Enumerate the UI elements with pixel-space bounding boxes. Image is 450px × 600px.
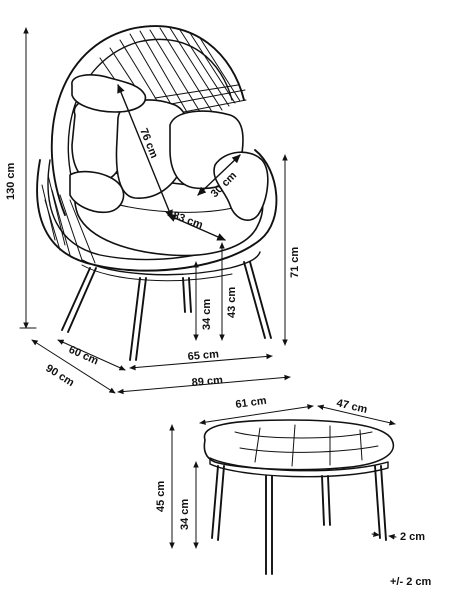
egg-chair-drawing [36, 25, 278, 361]
label-34cm-stool: 34 cm [179, 499, 191, 530]
label-65cm: 65 cm [187, 348, 219, 363]
stool-frame [209, 457, 389, 478]
chair-dimension-lines [19, 27, 291, 395]
footstool-drawing [203, 419, 395, 575]
base-ring [81, 251, 261, 276]
stool-legs [211, 465, 387, 575]
dimension-labels: 76 cm 30 cm 83 cm 130 cm 71 cm 43 cm 34 … [5, 127, 431, 588]
label-60cm: 60 cm [67, 344, 101, 368]
label-61cm: 61 cm [235, 395, 268, 411]
label-71cm: 71 cm [289, 247, 301, 278]
stool-dimension-lines [169, 404, 397, 549]
chair-legs [61, 261, 272, 361]
label-130cm: 130 cm [5, 162, 17, 200]
tolerance-note: +/- 2 cm [390, 576, 431, 588]
label-45cm: 45 cm [155, 481, 167, 512]
stool-cushion [203, 419, 395, 471]
label-34cm-chair: 34 cm [201, 299, 213, 330]
label-89cm: 89 cm [191, 374, 223, 389]
label-47cm: 47 cm [335, 397, 368, 416]
label-2cm: 2 cm [400, 531, 425, 543]
label-90cm: 90 cm [43, 362, 76, 389]
label-43cm: 43 cm [226, 287, 238, 318]
